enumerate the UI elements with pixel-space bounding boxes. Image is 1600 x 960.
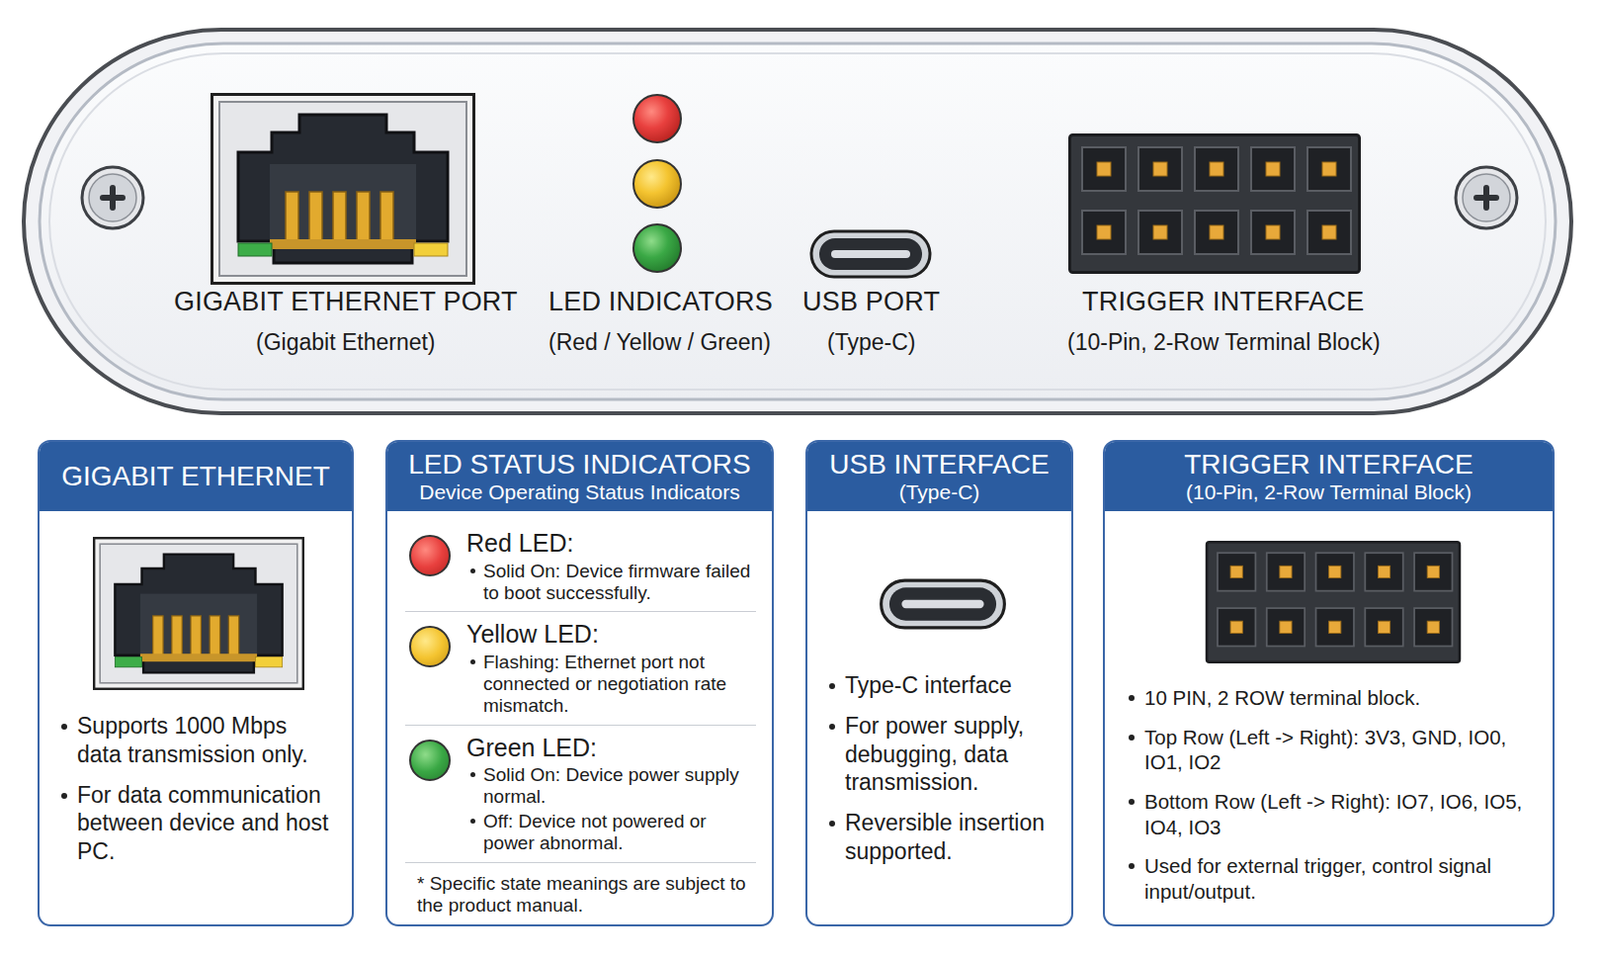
led-state: Flashing: Ethernet port not connected or…: [483, 651, 757, 717]
bullet-dot: [470, 771, 476, 777]
eth-illustration: [92, 536, 305, 690]
led-text: Green LED:Solid On: Device power supply …: [466, 733, 757, 854]
part-subtitle: (Gigabit Ethernet): [255, 329, 436, 356]
bullet-dot: [1128, 798, 1135, 805]
bullet-item: Type-C interface: [829, 671, 1056, 700]
bullet-item: Reversible insertion supported.: [829, 808, 1056, 866]
green-led: [633, 224, 681, 272]
bullet-item: Top Row (Left -> Right): 3V3, GND, IO0, …: [1128, 724, 1537, 775]
led-symbol: [409, 625, 451, 668]
info-card: LED STATUS INDICATORSDevice Operating St…: [385, 439, 774, 927]
bullet-item: For power supply, debugging, data transm…: [829, 711, 1056, 797]
bullet-dot: [1128, 862, 1135, 869]
bullet-text: Used for external trigger, control signa…: [1144, 852, 1537, 904]
ethernet-port: [212, 94, 475, 284]
led-state: Solid On: Device power supply normal.: [483, 763, 757, 808]
bullet-dot: [61, 792, 68, 799]
yellow-led: [633, 160, 681, 208]
bullet-item: Used for external trigger, control signa…: [1128, 852, 1537, 904]
card-body: 10 PIN, 2 ROW terminal block. Top Row (Le…: [1104, 540, 1553, 904]
screw: [1455, 167, 1517, 229]
card-header: TRIGGER INTERFACE(10-Pin, 2-Row Terminal…: [1104, 441, 1553, 511]
header-title: TRIGGER INTERFACE: [1183, 449, 1473, 481]
bullet-text: For power supply, debugging, data transm…: [844, 711, 1056, 797]
bullet-dot: [470, 568, 476, 574]
bullet-item: Solid On: Device firmware failed to boot…: [470, 560, 757, 604]
bullet-dot: [470, 659, 476, 665]
part-subtitle: (Red / Yellow / Green): [548, 329, 771, 356]
led-text: Yellow LED:Flashing: Ethernet port not c…: [466, 619, 757, 716]
bullet-item: For data communication between device an…: [61, 780, 337, 866]
bullet-item: Bottom Row (Left -> Right): IO7, IO6, IO…: [1128, 788, 1537, 840]
bullet-item: Supports 1000 Mbps data transmission onl…: [61, 711, 337, 769]
bullet-text: Reversible insertion supported.: [844, 808, 1056, 866]
bullet-dot: [61, 723, 68, 730]
led-symbol: [409, 534, 451, 577]
bullet-text: Top Row (Left -> Right): 3V3, GND, IO0, …: [1144, 724, 1537, 775]
header-subtitle: (Type-C): [899, 480, 981, 504]
bullet-dot: [829, 682, 836, 689]
card-body: Supports 1000 Mbps data transmission onl…: [39, 536, 352, 866]
led-name: Green LED:: [466, 733, 757, 762]
screw: [82, 167, 144, 229]
info-card: USB INTERFACE(Type-C) Type-C interfaceFor…: [805, 439, 1074, 927]
led-text: Red LED:Solid On: Device firmware failed…: [466, 528, 757, 603]
card-header: USB INTERFACE(Type-C): [807, 441, 1072, 511]
led-name: Red LED:: [466, 528, 757, 558]
term-illustration: [1190, 540, 1476, 664]
led-state: Solid On: Device firmware failed to boot…: [483, 560, 757, 604]
usb-port: [811, 231, 930, 277]
card-body: Red LED:Solid On: Device firmware failed…: [387, 510, 772, 917]
bullet-dot: [1128, 734, 1135, 741]
header-subtitle: (10-Pin, 2-Row Terminal Block): [1185, 480, 1472, 504]
led-row: Yellow LED:Flashing: Ethernet port not c…: [405, 610, 757, 724]
card-header: LED STATUS INDICATORSDevice Operating St…: [387, 441, 772, 511]
footnote: * Specific state meanings are subject to…: [417, 872, 753, 917]
bullet-dot: [829, 723, 836, 730]
bullet-item: Flashing: Ethernet port not connected or…: [470, 651, 757, 717]
led-row: Red LED:Solid On: Device firmware failed…: [405, 520, 757, 611]
led-symbol: [409, 739, 451, 781]
info-card: GIGABIT ETHERNET Supports 1000 Mbps data …: [37, 439, 354, 927]
usb-illustration: [874, 578, 1011, 630]
bullet-text: For data communication between device an…: [77, 780, 337, 866]
bullet-item: Off: Device not powered or power abnorma…: [470, 810, 757, 854]
header-title: GIGABIT ETHERNET: [61, 461, 331, 493]
bullet-text: 10 PIN, 2 ROW terminal block.: [1144, 684, 1421, 711]
bullet-text: Type-C interface: [844, 671, 1012, 700]
part-name: GIGABIT ETHERNET PORT: [173, 286, 518, 318]
part-name: LED INDICATORS: [548, 286, 773, 318]
bullet-item: Solid On: Device power supply normal.: [470, 763, 757, 808]
part-subtitle: (10-Pin, 2-Row Terminal Block): [1067, 329, 1381, 356]
bullet-text: Supports 1000 Mbps data transmission onl…: [77, 711, 337, 769]
bullet-text: Bottom Row (Left -> Right): IO7, IO6, IO…: [1144, 788, 1537, 840]
part-name: TRIGGER INTERFACE: [1082, 286, 1364, 318]
red-led: [633, 94, 681, 143]
part-name: USB PORT: [802, 286, 940, 318]
card-body: Type-C interfaceFor power supply, debugg…: [807, 578, 1072, 866]
header-title: USB INTERFACE: [829, 449, 1049, 481]
led-name: Yellow LED:: [466, 619, 757, 649]
header-title: LED STATUS INDICATORS: [408, 449, 751, 481]
card-header: GIGABIT ETHERNET: [39, 441, 352, 511]
info-card: TRIGGER INTERFACE(10-Pin, 2-Row Terminal…: [1102, 439, 1555, 927]
led-row: Green LED:Solid On: Device power supply …: [405, 724, 757, 862]
bullet-dot: [829, 820, 836, 827]
bullet-item: 10 PIN, 2 ROW terminal block.: [1128, 684, 1537, 711]
header-subtitle: Device Operating Status Indicators: [419, 480, 741, 504]
led-state: Off: Device not powered or power abnorma…: [483, 810, 757, 854]
note-box: * Specific state meanings are subject to…: [405, 861, 757, 917]
part-subtitle: (Type-C): [827, 329, 916, 356]
bullet-dot: [470, 818, 476, 824]
terminal-block: [1070, 135, 1360, 273]
bullet-dot: [1128, 694, 1135, 701]
